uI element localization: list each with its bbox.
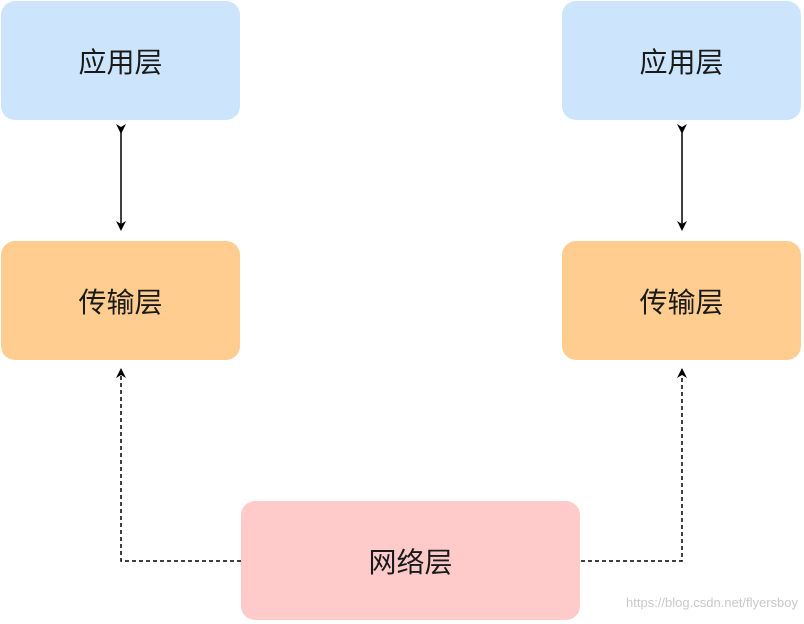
left-application-layer-box: 应用层: [1, 1, 240, 120]
right-application-layer-label: 应用层: [639, 45, 724, 79]
right-application-layer-box: 应用层: [562, 1, 801, 120]
right-transport-layer-label: 传输层: [639, 285, 724, 319]
network-to-left-transport-arrow: [116, 368, 241, 562]
right-transport-layer-box: 传输层: [562, 241, 801, 360]
network-layer-label: 网络层: [368, 545, 453, 579]
watermark-text: https://blog.csdn.net/flyersboy: [626, 595, 798, 610]
network-to-right-transport-arrow: [581, 368, 687, 562]
left-transport-layer-box: 传输层: [1, 241, 240, 360]
left-transport-layer-label: 传输层: [78, 285, 163, 319]
left-application-layer-label: 应用层: [78, 45, 163, 79]
network-layer-box: 网络层: [241, 501, 580, 620]
